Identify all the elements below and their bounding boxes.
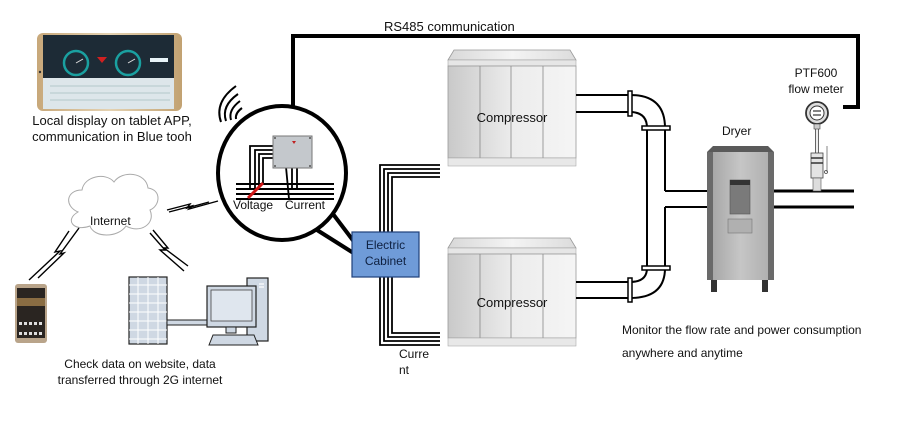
smartphone-device: [15, 284, 47, 343]
electric-cabinet: [351, 231, 420, 278]
tablet-device: [37, 33, 182, 111]
wireless-signal-icon: [218, 85, 243, 123]
sensor-callout: [216, 104, 360, 256]
compressor-top-label: Compressor: [476, 110, 548, 125]
compressor-top: [447, 49, 577, 167]
internet-label: Internet: [90, 214, 131, 228]
compressor-bottom-label: Compressor: [476, 295, 548, 310]
electric-cabinet-label-line2: Cabinet: [364, 254, 407, 268]
firewall-icon: [128, 276, 208, 345]
rs485-label: RS485 communication: [384, 19, 515, 34]
rs485-line: [291, 34, 860, 120]
tablet-caption-line2: communication in Blue tooh: [32, 129, 192, 144]
voltage-label: Voltage: [233, 198, 274, 212]
compressor-bottom: [447, 237, 577, 347]
desktop-computer-icon: [206, 277, 269, 346]
flow-meter-label-line2: flow meter: [788, 82, 844, 96]
website-caption-line2: transferred through 2G internet: [57, 373, 223, 387]
monitor-caption-line1: Monitor the flow rate and power consumpt…: [622, 323, 862, 337]
flow-meter-label-line1: PTF600: [794, 66, 838, 80]
flow-meter-device: [805, 101, 829, 192]
wireless-link-cloud-sensor: [166, 200, 219, 213]
monitor-caption-line2: anywhere and anytime: [622, 346, 743, 360]
current-label: Current: [285, 198, 326, 212]
dryer-label: Dryer: [722, 124, 752, 138]
wireless-link-cloud-pc: [149, 229, 189, 272]
current-bottom-label-line1: Curre: [399, 347, 430, 361]
wireless-link-cloud-phone: [28, 227, 80, 281]
internet-cloud: [68, 173, 159, 236]
current-bottom-label-line2: nt: [399, 363, 410, 377]
outlet-pipe: [771, 189, 854, 209]
tablet-caption-line1: Local display on tablet APP,: [32, 113, 192, 128]
electric-cabinet-label-line1: Electric: [365, 238, 406, 252]
website-caption-line1: Check data on website, data: [64, 357, 216, 371]
dryer-unit: [707, 146, 774, 292]
pipe-flanges: [627, 90, 671, 303]
